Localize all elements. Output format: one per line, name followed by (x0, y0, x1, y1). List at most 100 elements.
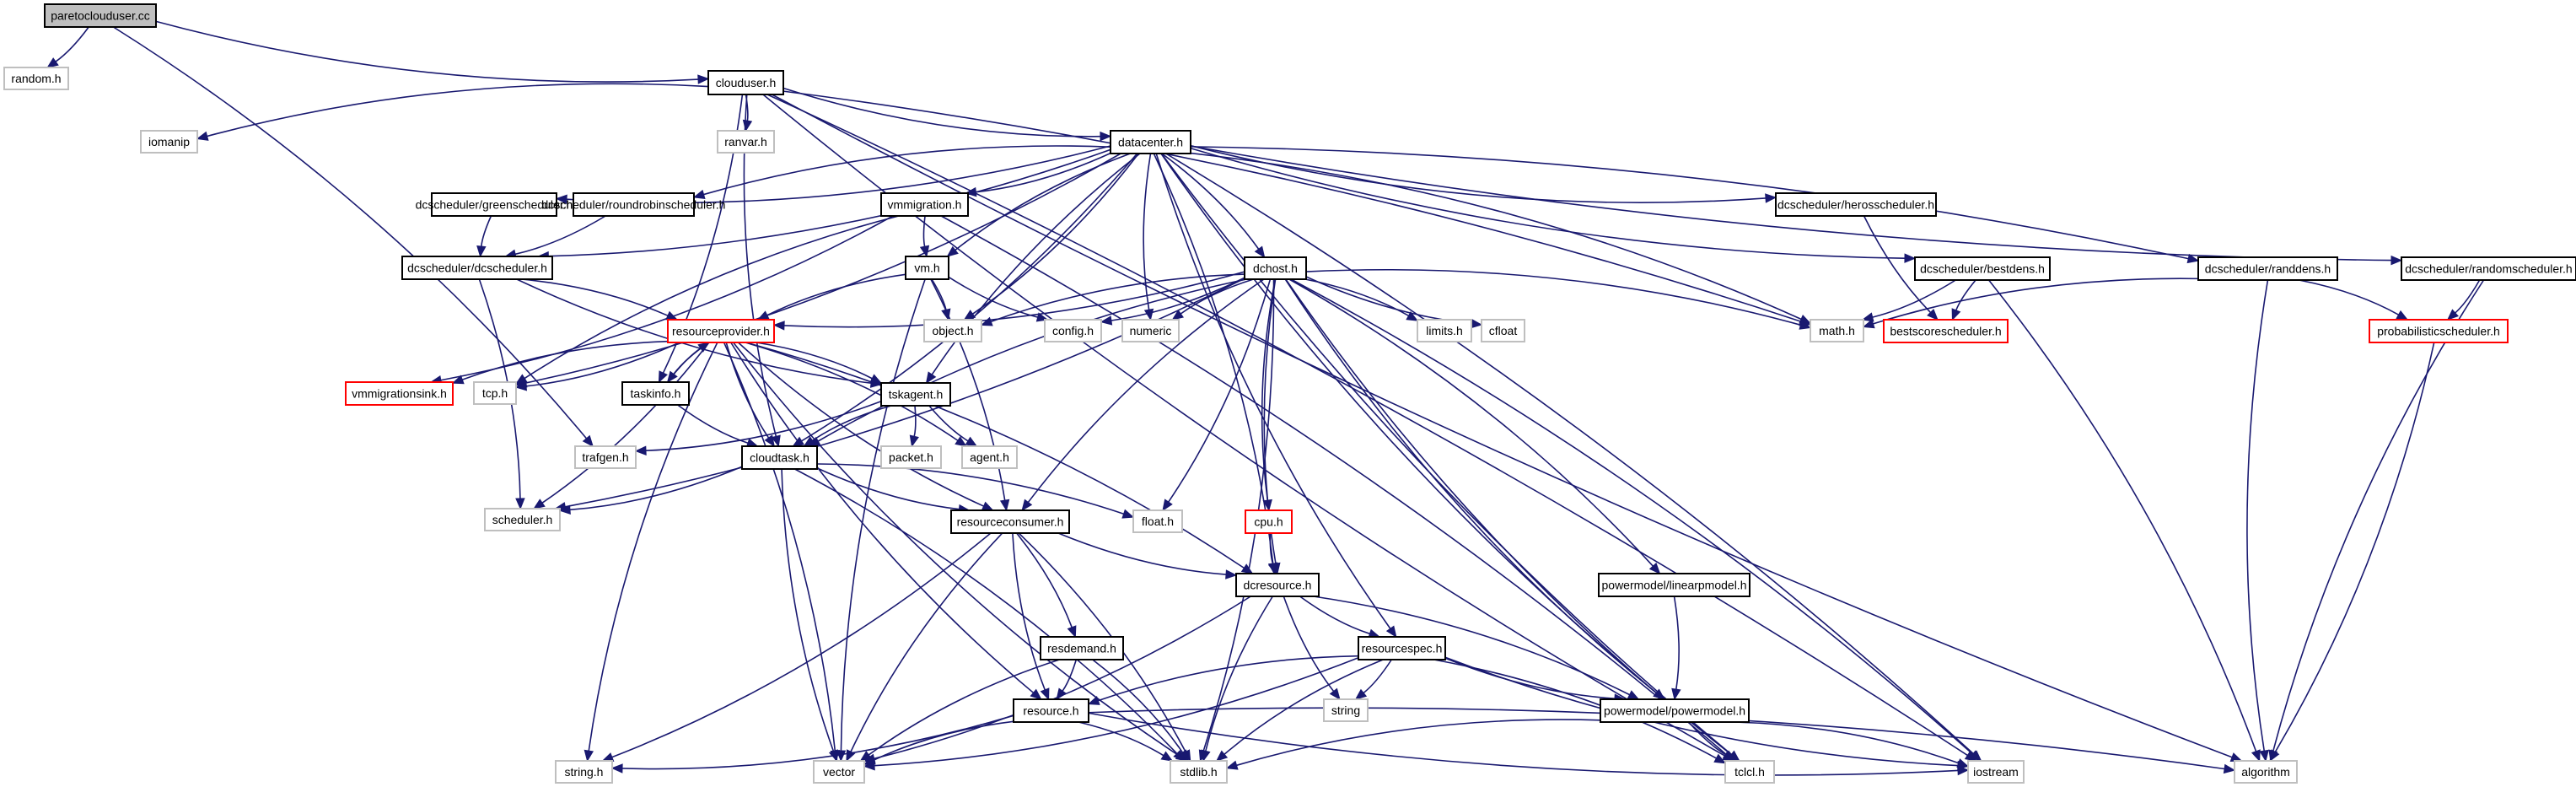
node-box (1245, 509, 1293, 534)
graph-node-dcresource[interactable]: dcresource.h (1235, 573, 1320, 597)
node-box (813, 760, 865, 784)
edge-tskagent-to-cloudtask (803, 405, 892, 447)
arrowhead-icon (764, 434, 775, 448)
node-label: tskagent.h (889, 388, 944, 402)
arrowhead-icon (1354, 688, 1368, 700)
edge-line (1734, 721, 1959, 764)
graph-node-resconsumer[interactable]: resourceconsumer.h (950, 509, 1070, 534)
graph-node-probsched[interactable]: probabilisticscheduler.h (2369, 319, 2509, 343)
node-label: resource.h (1023, 704, 1078, 718)
edge-line (569, 466, 743, 511)
graph-node-cloudtask[interactable]: cloudtask.h (741, 445, 818, 470)
node-box (741, 445, 818, 470)
arrowhead-icon (1927, 309, 1939, 321)
graph-node-linearpmodel[interactable]: powermodel/linearpmodel.h (1598, 573, 1750, 597)
graph-node-randomsched[interactable]: dcscheduler/randomscheduler.h (2401, 256, 2576, 281)
arrowhead-icon (1385, 625, 1397, 639)
edge-line (1111, 277, 1245, 321)
graph-node-resspec[interactable]: resourcespec.h (1358, 636, 1446, 660)
arrowhead-icon (1178, 749, 1189, 763)
node-label: paretoclouduser.cc (51, 9, 150, 23)
edge-line (1016, 532, 1073, 628)
edge-line (766, 94, 1968, 757)
edge-line (1153, 153, 1274, 564)
graph-node-packet: packet.h (880, 445, 942, 469)
graph-node-dchost[interactable]: dchost.h (1244, 256, 1307, 280)
edge-line (1143, 153, 1152, 310)
arrowhead-icon (1648, 562, 1661, 574)
node-box (621, 381, 690, 406)
edge-line (1285, 278, 1732, 756)
edge-datacenter-to-rrsched (692, 145, 1111, 199)
node-box (1724, 760, 1775, 784)
arrowhead-icon (1162, 499, 1173, 512)
edge-dchost-to-linearpmodel (1288, 278, 1661, 574)
node-label: ranvar.h (724, 135, 767, 148)
edge-line (1190, 152, 1802, 321)
edge-line (2274, 342, 2435, 753)
graph-node-paretoclouduser[interactable]: paretoclouduser.cc (44, 3, 157, 28)
edge-line (1223, 659, 1384, 755)
edge-resprovider-to-cloudtask (725, 342, 775, 448)
node-box (2197, 256, 2338, 281)
arrowhead-icon (1021, 499, 1033, 512)
edge-line (1363, 659, 1392, 694)
edge-datacenter-to-iostream (1165, 153, 1982, 762)
edge-randdens-to-probsched (2299, 279, 2409, 321)
edge-line (850, 532, 1003, 752)
edge-line (930, 278, 1006, 501)
arrowhead-icon (1100, 131, 1112, 142)
graph-node-greensched[interactable]: dcscheduler/greenscheduler.h (416, 192, 573, 217)
graph-node-resprovider[interactable]: resourceprovider.h (667, 319, 775, 343)
arrowhead-icon (1969, 750, 1982, 762)
graph-node-resdemand[interactable]: resdemand.h (1040, 636, 1124, 660)
node-box (1235, 573, 1320, 597)
edge-line (667, 348, 702, 383)
arrowhead-icon (1040, 687, 1050, 701)
node-box (880, 382, 951, 407)
graph-node-vmmigration[interactable]: vmmigration.h (880, 192, 969, 217)
edge-line (1687, 721, 1729, 757)
graph-node-powermodel[interactable]: powermodel/powermodel.h (1600, 698, 1750, 723)
graph-node-herossched[interactable]: dcscheduler/herosscheduler.h (1775, 192, 1937, 217)
edge-paretoclouduser-to-random (46, 26, 89, 68)
graph-node-clouduser[interactable]: clouduser.h (707, 70, 784, 95)
arrowhead-icon (1171, 310, 1185, 321)
edge-resource-to-stdlib (1078, 721, 1174, 762)
graph-node-cpu[interactable]: cpu.h (1245, 509, 1293, 534)
edge-dcresource-to-vector (863, 596, 1251, 763)
graph-node-randdens[interactable]: dcscheduler/randdens.h (2197, 256, 2338, 281)
graph-node-tskagent[interactable]: tskagent.h (880, 382, 951, 407)
graph-node-dcsched[interactable]: dcscheduler/dcscheduler.h (401, 256, 553, 280)
arrowhead-icon (803, 436, 816, 447)
edge-line (1098, 655, 1359, 702)
graph-node-vm[interactable]: vm.h (905, 256, 949, 280)
node-label: bestscorescheduler.h (1890, 325, 2001, 338)
edge-line (990, 273, 1245, 323)
edge-cloudtask-to-scheduler (558, 466, 743, 515)
edge-line (1444, 657, 1616, 700)
arrowhead-icon (196, 131, 209, 141)
graph-node-bestscore[interactable]: bestscorescheduler.h (1883, 319, 2009, 343)
edge-line (541, 342, 710, 504)
graph-node-bestdens[interactable]: dcscheduler/bestdens.h (1914, 256, 2051, 281)
node-label: config.h (1052, 324, 1094, 337)
graph-node-resource[interactable]: resource.h (1013, 698, 1089, 723)
edge-line (794, 468, 1178, 754)
edge-resprovider-to-stringh (583, 342, 718, 763)
arrowhead-icon (555, 194, 567, 205)
edge-dchost-to-cpu (1261, 278, 1276, 512)
graph-node-rrsched[interactable]: dcscheduler/roundrobinscheduler.h (542, 192, 726, 217)
edge-line (1283, 596, 1335, 692)
graph-node-vmmigsink[interactable]: vmmigrationsink.h (345, 381, 454, 406)
graph-node-taskinfo[interactable]: taskinfo.h (621, 381, 690, 406)
graph-node-datacenter[interactable]: datacenter.h (1110, 130, 1191, 154)
edge-line (782, 87, 1101, 137)
node-label: agent.h (970, 450, 1009, 464)
arrowhead-icon (771, 434, 781, 448)
node-box (880, 445, 942, 469)
arrowhead-icon (1100, 315, 1113, 326)
edge-tskagent-to-trafgen (634, 401, 882, 455)
node-box (950, 509, 1070, 534)
